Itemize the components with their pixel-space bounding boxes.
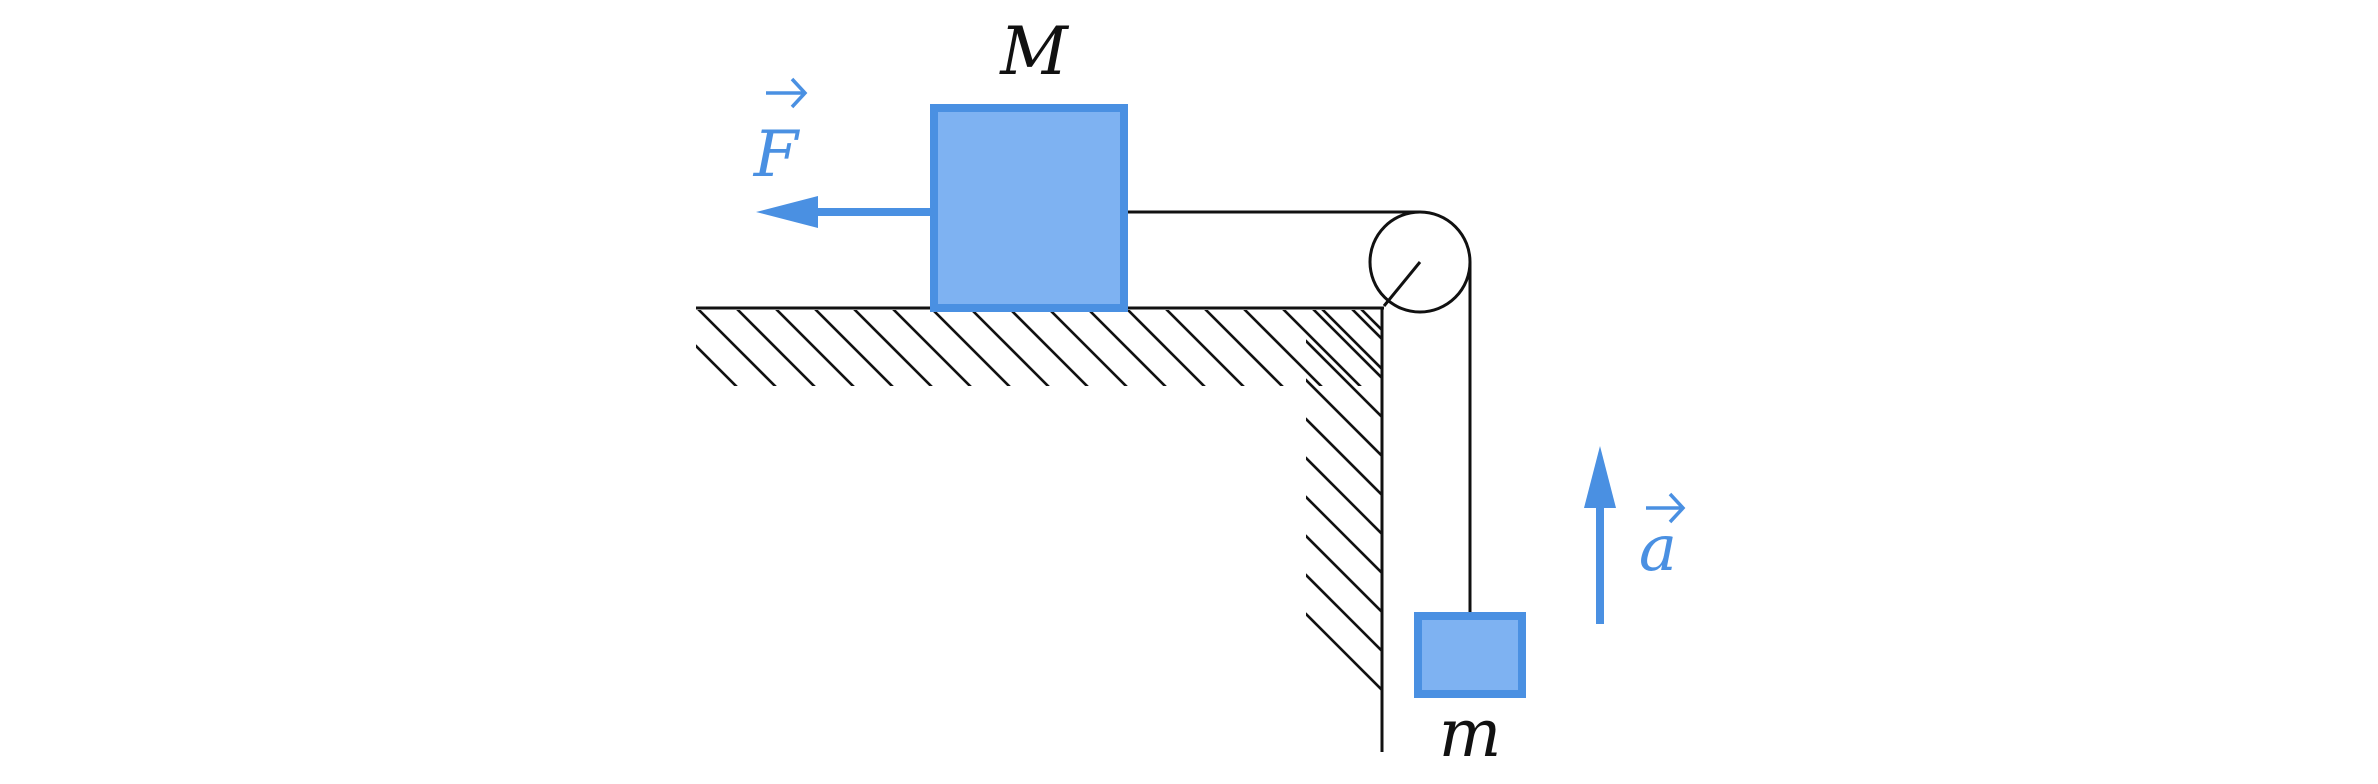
hatch-line [1282,310,1362,386]
label-small-mass: m [1439,695,1502,772]
acceleration-vector-sign-icon [1646,492,1686,524]
hatch-line [931,310,1011,386]
wall-hatching [1306,310,1382,692]
block-big-mass [930,104,1128,312]
hatch-line [1048,310,1128,386]
hatch-line [1009,310,1089,386]
hatch-line [696,344,738,386]
hatch-line [1306,378,1382,458]
hatch-line [1243,310,1323,386]
hatch-line [1306,339,1382,419]
block-small-mass [1414,612,1526,698]
hatch-line [1204,310,1284,386]
table-wall [1306,308,1384,752]
acceleration-arrow [1584,446,1616,624]
label-acceleration: a [1639,512,1677,586]
hatch-line [1306,417,1382,497]
label-big-mass: M [999,13,1069,90]
table-surface [696,306,1384,386]
hatch-line [736,310,816,386]
hatch-line [1087,310,1167,386]
hatch-line [1126,310,1206,386]
hatch-line [1306,495,1382,575]
hatch-line [1165,310,1245,386]
force-vector-sign-icon [766,77,808,109]
hatch-line [775,310,855,386]
hatch-line [853,310,933,386]
hatch-line [1306,534,1382,614]
table-hatching [696,310,1382,386]
hatch-line [1360,310,1382,332]
pulley [1368,210,1472,314]
hatch-line [697,310,777,386]
acceleration-arrow-head [1584,446,1616,508]
force-arrow [756,196,930,228]
label-force: F [753,118,801,192]
force-arrow-head [756,196,818,228]
hatch-line [814,310,894,386]
hatch-line [1306,573,1382,653]
hatch-line [1351,310,1382,341]
pulley-bracket [1382,261,1422,307]
hatch-line [970,310,1050,386]
hatch-line [892,310,972,386]
hatch-line [1306,612,1382,692]
hatch-line [1306,456,1382,536]
